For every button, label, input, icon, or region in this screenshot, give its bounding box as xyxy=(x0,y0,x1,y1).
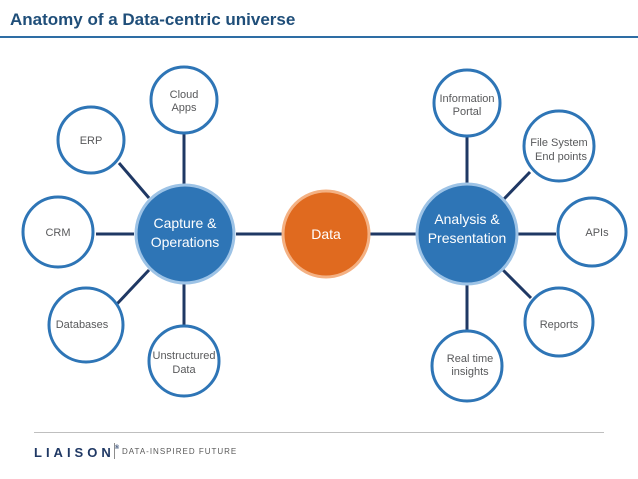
node-crm: CRM xyxy=(21,195,95,269)
hub-label: Operations xyxy=(151,234,219,250)
hub-capture-operations: Capture & Operations xyxy=(134,183,236,285)
node-label: Cloud xyxy=(170,89,199,101)
node-databases: Databases xyxy=(47,286,125,364)
title-divider xyxy=(0,36,638,38)
hub-label: Capture & xyxy=(153,215,217,231)
node-label: Portal xyxy=(453,106,482,118)
footer-separator xyxy=(114,443,115,459)
node-label: Real time xyxy=(447,353,493,365)
node-information-portal: Information Portal xyxy=(432,68,502,138)
node-apis: APIs xyxy=(556,196,628,268)
footer-divider xyxy=(34,432,604,433)
node-real-time-insights: Real time insights xyxy=(430,329,504,403)
node-label: insights xyxy=(451,366,489,378)
node-reports: Reports xyxy=(523,286,595,358)
hub-label: Analysis & xyxy=(434,211,500,227)
hub-label: Data xyxy=(311,226,341,242)
node-label: Unstructured xyxy=(153,350,216,362)
hub-data: Data xyxy=(281,189,371,279)
connector-file-system xyxy=(501,170,532,202)
node-label: APIs xyxy=(585,227,609,239)
company-logo: LIAISON® xyxy=(34,445,119,460)
logo-text: LIAISON xyxy=(34,445,115,460)
node-label: File System xyxy=(530,137,587,149)
connector-reports xyxy=(501,268,533,300)
node-cloud-apps: Cloud Apps xyxy=(149,65,219,135)
node-file-system-end-points: File System End points xyxy=(522,109,596,183)
tagline: DATA-INSPIRED FUTURE xyxy=(122,447,238,456)
node-label: CRM xyxy=(45,227,70,239)
node-label: Apps xyxy=(171,102,197,114)
connector-erp xyxy=(117,162,151,199)
node-label: End points xyxy=(535,151,587,163)
node-label: Reports xyxy=(540,319,579,331)
node-label: ERP xyxy=(80,135,103,147)
node-label: Data xyxy=(172,364,196,376)
trademark-symbol: ® xyxy=(114,445,120,451)
node-label: Databases xyxy=(56,319,109,331)
hub-analysis-presentation: Analysis & Presentation xyxy=(415,182,519,286)
hub-label: Presentation xyxy=(428,230,507,246)
page-title: Anatomy of a Data-centric universe xyxy=(10,10,296,29)
node-erp: ERP xyxy=(56,105,126,175)
node-label: Information xyxy=(439,93,494,105)
connector-databases xyxy=(114,268,151,307)
node-unstructured-data: Unstructured Data xyxy=(147,324,221,398)
